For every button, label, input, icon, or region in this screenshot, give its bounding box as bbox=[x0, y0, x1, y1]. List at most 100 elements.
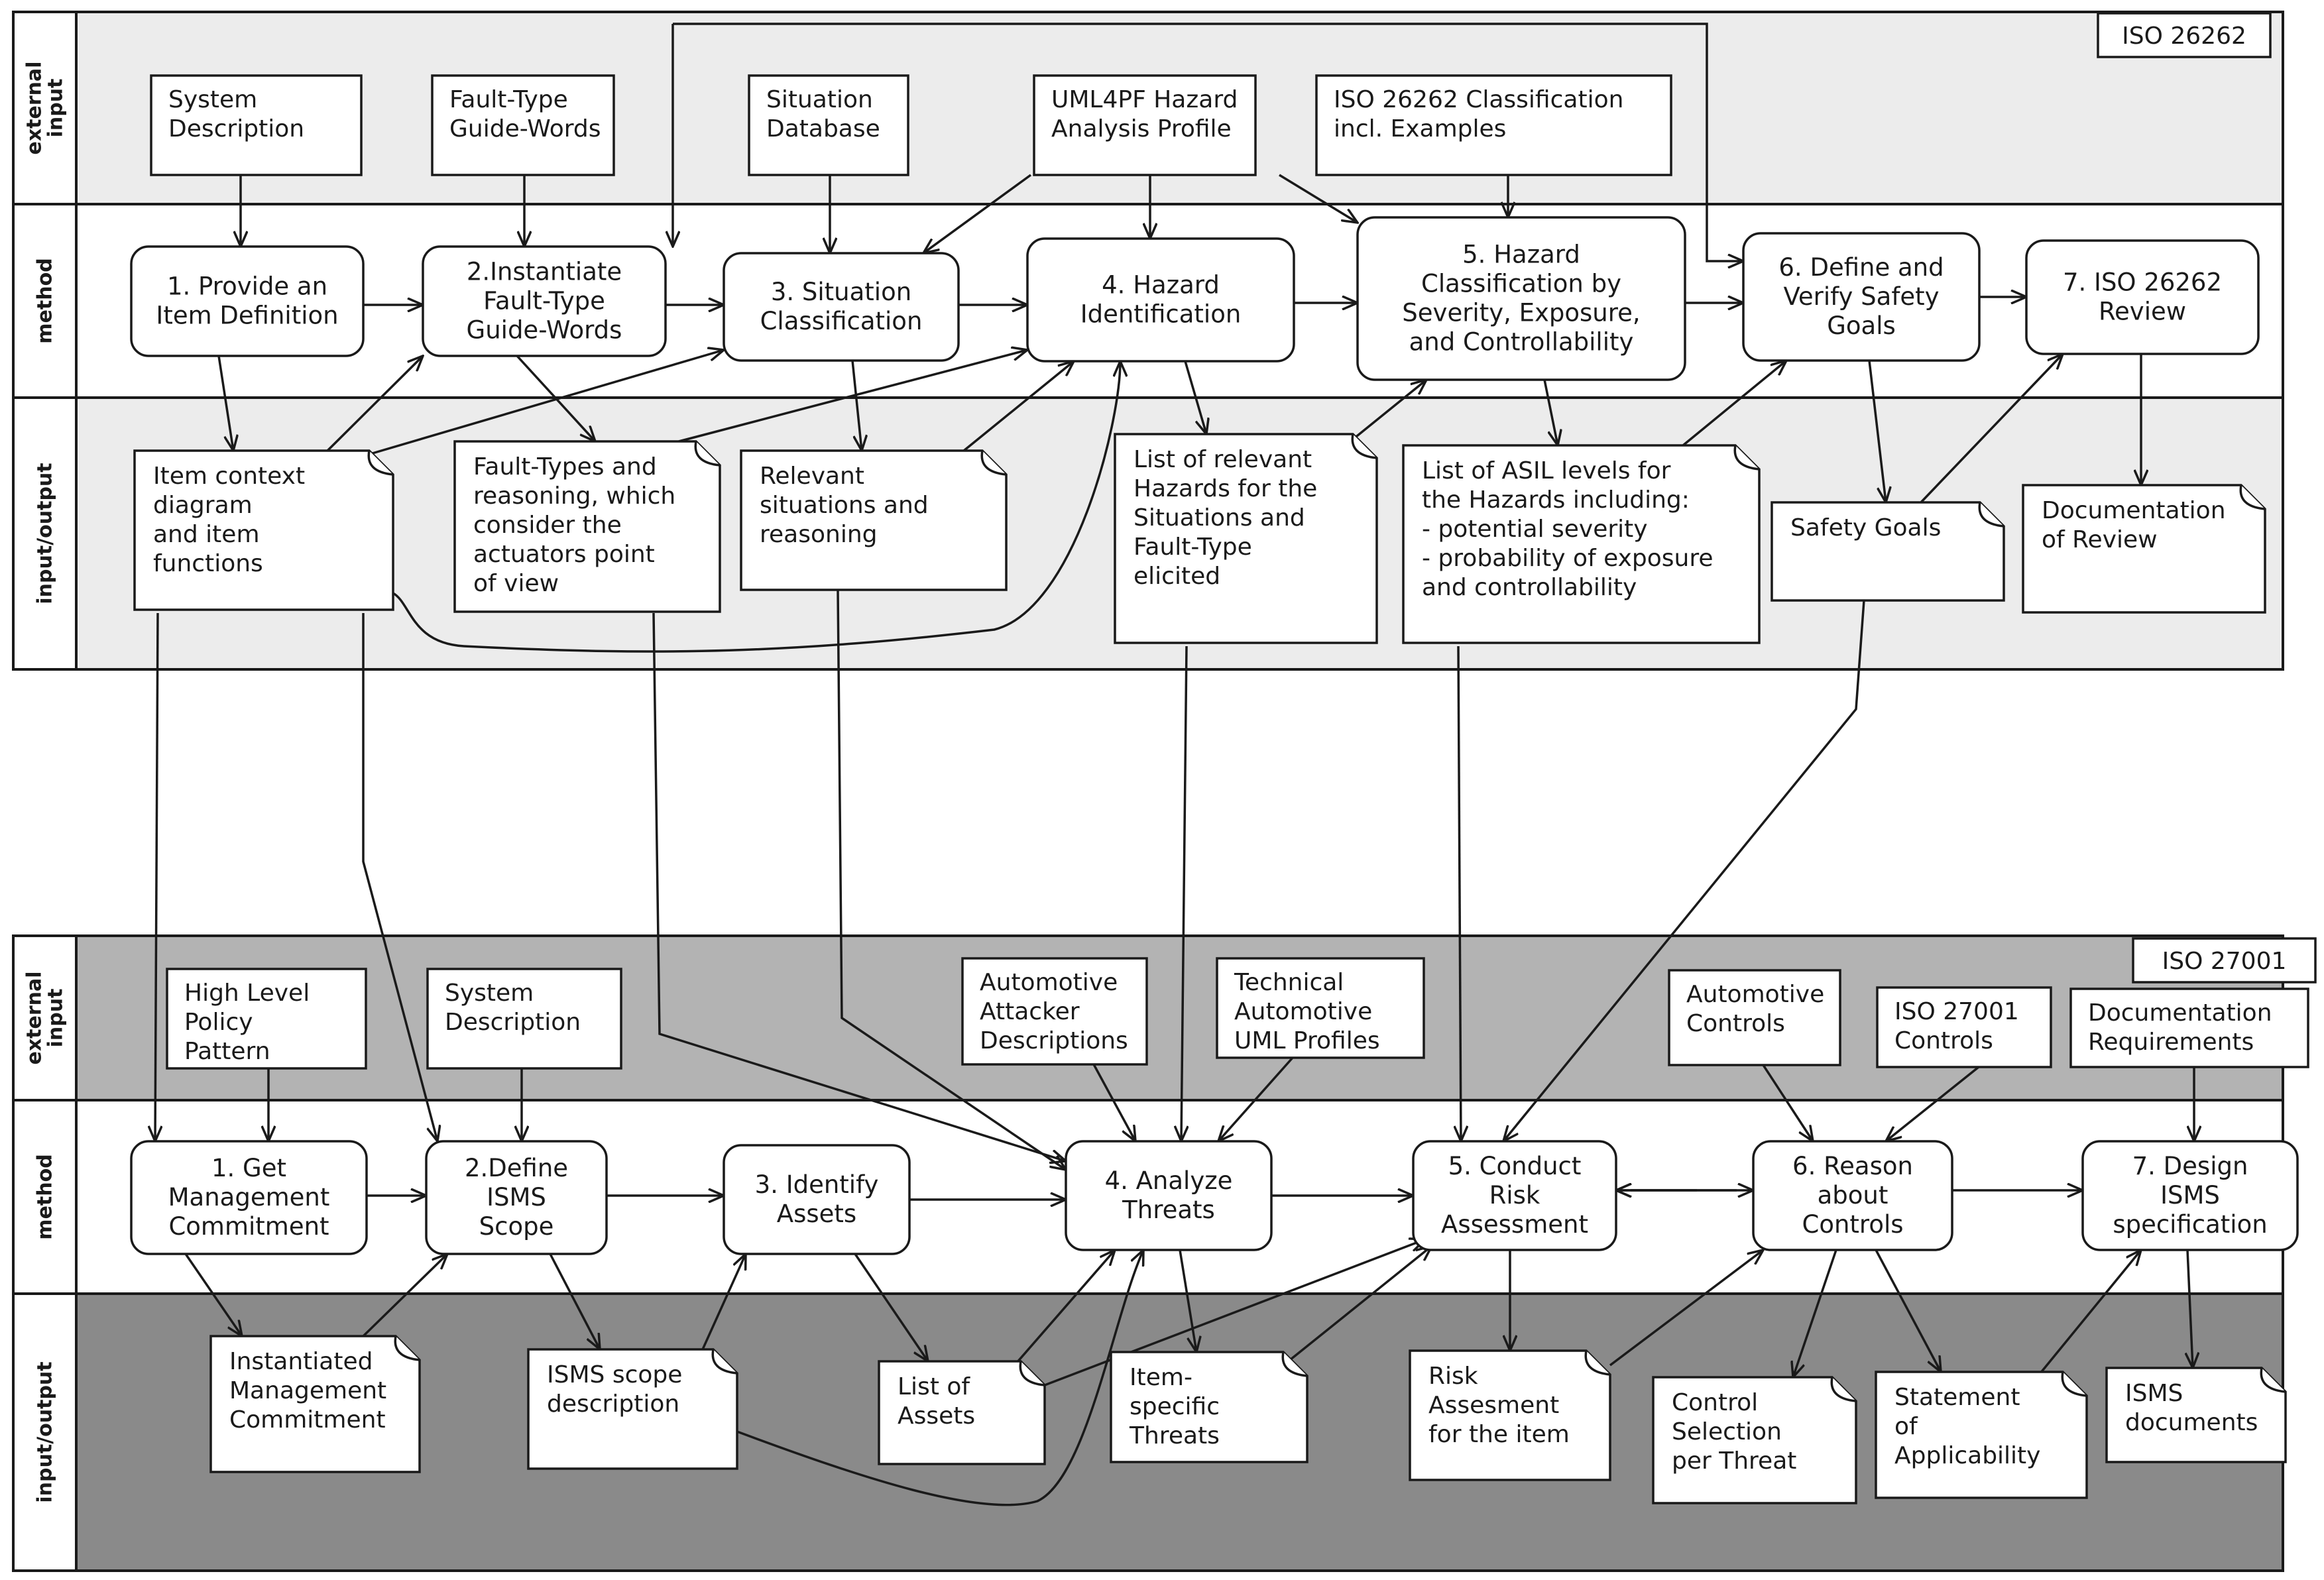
flow-arrow bbox=[1503, 600, 1865, 1141]
flow-arrow bbox=[326, 356, 423, 452]
flow-arrow bbox=[1875, 1249, 1941, 1372]
flow-arrow bbox=[1218, 1056, 1294, 1141]
flow-arrow bbox=[736, 1250, 1143, 1506]
flow-arrow bbox=[1682, 361, 1786, 447]
connector-arrows bbox=[155, 23, 2194, 1506]
flow-arrow bbox=[1006, 1250, 1115, 1375]
standard-tag-label: ISO 26262 bbox=[2122, 23, 2246, 50]
flow-arrow bbox=[217, 355, 233, 451]
flow-arrow bbox=[652, 612, 1066, 1161]
flow-arrow bbox=[1793, 1249, 1837, 1377]
flow-arrow bbox=[2187, 1249, 2193, 1368]
standard-tag bbox=[2132, 937, 2317, 984]
flow-arrow bbox=[673, 23, 1743, 261]
swimlane-label-box bbox=[12, 1099, 78, 1295]
output-label: Safety Goals bbox=[1790, 514, 1941, 541]
flow-arrow bbox=[1543, 379, 1558, 445]
flow-arrow bbox=[962, 361, 1074, 452]
flow-arrow bbox=[923, 174, 1032, 253]
swimlane-label: input/output bbox=[34, 1361, 57, 1502]
flow-arrow bbox=[1609, 1250, 1763, 1367]
flow-arrow bbox=[837, 589, 1066, 1170]
flow-arrow bbox=[1179, 1249, 1196, 1352]
flow-arrow bbox=[678, 350, 1027, 443]
flow-arrow bbox=[1918, 354, 2063, 505]
flow-arrow bbox=[1886, 1066, 1980, 1141]
standard-tag-label: ISO 27001 bbox=[2162, 948, 2287, 975]
flow-arrow bbox=[367, 350, 724, 456]
flow-arrow bbox=[1279, 174, 1358, 223]
flow-arrow bbox=[701, 1254, 746, 1350]
flow-arrow bbox=[184, 1253, 242, 1336]
swimlane-label-box bbox=[12, 396, 78, 671]
flow-arrow bbox=[1092, 1064, 1135, 1141]
swimlane-label: externalinput bbox=[23, 61, 68, 154]
output-a-o6: Safety Goals bbox=[1771, 501, 2005, 602]
flow-arrow bbox=[854, 1253, 928, 1361]
flow-arrow bbox=[1184, 361, 1206, 434]
flow-arrow bbox=[362, 613, 437, 1141]
flow-arrow bbox=[2039, 1250, 2141, 1375]
flow-arrow bbox=[549, 1253, 600, 1349]
flow-arrow bbox=[1868, 360, 1886, 502]
